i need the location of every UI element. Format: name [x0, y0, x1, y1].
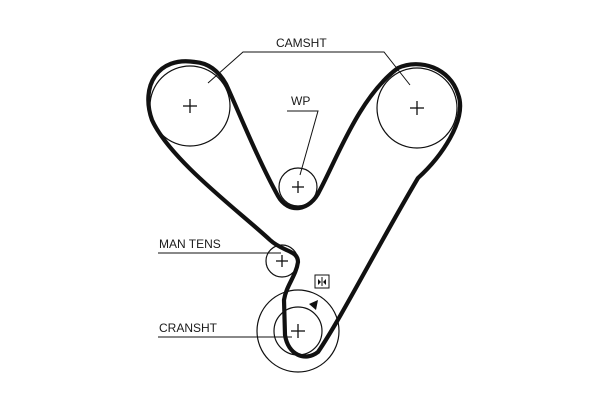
water-pump-center-icon	[292, 181, 304, 193]
manual-tensioner-label: MAN TENS	[159, 237, 221, 251]
left-camshaft-center-icon	[183, 99, 197, 113]
water-pump-leader-line	[287, 110, 319, 176]
camshaft-label: CAMSHT	[276, 36, 327, 50]
manual-tensioner-center-icon	[276, 255, 288, 267]
crankshaft-label: CRANSHT	[159, 321, 218, 335]
timing-belt	[146, 59, 463, 359]
direction-arrow-icon	[309, 300, 318, 310]
camshaft-leader-lines	[207, 51, 411, 86]
right-camshaft-center-icon	[410, 101, 424, 115]
water-pump-label: WP	[291, 94, 310, 108]
crankshaft-center-icon	[291, 324, 305, 338]
timing-mark-icon	[314, 274, 330, 289]
